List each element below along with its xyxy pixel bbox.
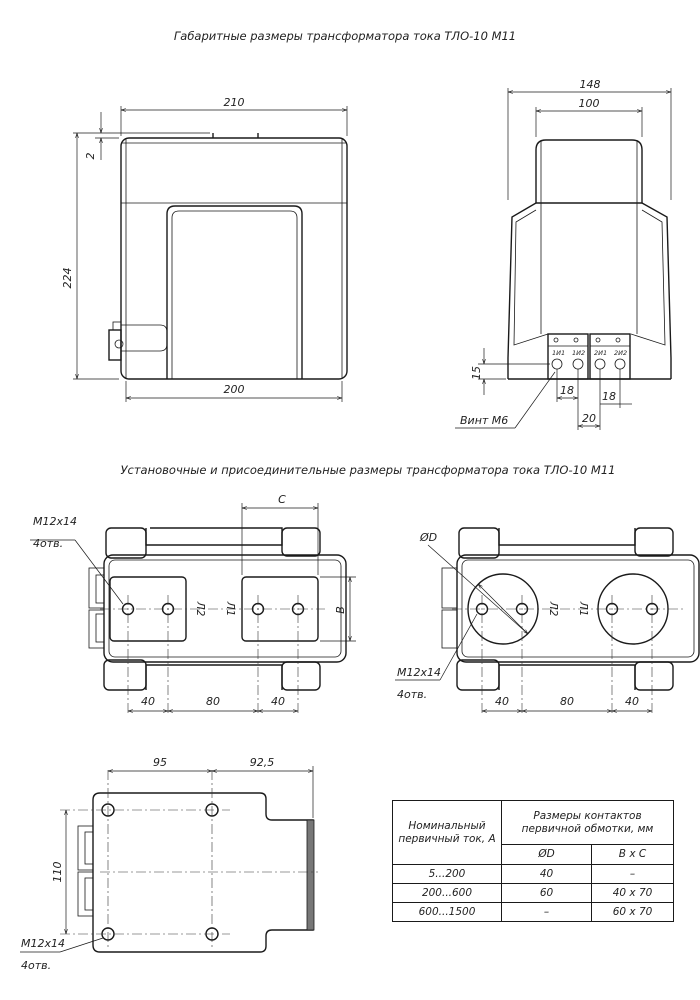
table-cell-bc: –	[591, 864, 674, 884]
dim-bottom-92-5: 92,5	[250, 756, 275, 769]
primary-l2-round: Л2	[547, 601, 559, 617]
dim-pitch-40b: 40	[271, 695, 285, 708]
table-cell-current: 5...200	[392, 864, 502, 884]
dim-pitch-40a: 40	[141, 695, 155, 708]
dim-pitch-80: 80	[206, 695, 220, 708]
front-view	[108, 133, 348, 380]
dim-d: ØD	[419, 531, 437, 544]
dim-front-gap: 2	[84, 153, 97, 160]
dim-bottom-110: 110	[51, 862, 64, 883]
bolt-callout-size-1: М12х14	[33, 515, 77, 528]
dim-b: В	[334, 606, 347, 614]
bolt-callout-size-2: М12х14	[397, 666, 441, 679]
primary-l1: Л1	[224, 601, 236, 617]
table-row: 600...1500 – 60 х 70	[392, 902, 674, 922]
bolt-callout-count-1: 4отв.	[33, 537, 63, 550]
table-cell-d: –	[501, 902, 592, 922]
bolt-callout-size-3: М12х14	[21, 937, 65, 950]
table-row: 5...200 40 –	[392, 864, 674, 884]
terminal-1i2: 1И2	[572, 349, 585, 357]
dim-side-total: 148	[580, 78, 601, 91]
screw-label: Винт М6	[460, 414, 508, 427]
table-cell-bc: 40 х 70	[591, 883, 674, 903]
primary-l2: Л2	[194, 601, 206, 617]
dim-side-18b: 18	[602, 390, 616, 403]
dim-side-18a: 18	[560, 384, 574, 397]
table-header-bc: В х С	[591, 844, 674, 865]
table-cell-current: 600...1500	[392, 902, 502, 922]
dim-bottom-95: 95	[153, 756, 167, 769]
dim-pitch-40d: 40	[625, 695, 639, 708]
install-view-rect-dimensions: С В 40 80 40 М12х14 4отв.	[30, 493, 356, 711]
bolt-callout-count-2: 4отв.	[397, 688, 427, 701]
contact-sizes-table: Номинальный первичный ток, А Размеры кон…	[392, 800, 674, 922]
table-row: 200...600 60 40 х 70	[392, 883, 674, 903]
table-header-sizes: Размеры контактов первичной обмотки, мм	[501, 800, 674, 845]
dim-front-width: 210	[224, 96, 245, 109]
install-dimensions-title: Установочные и присоединительные размеры…	[121, 463, 616, 477]
overall-dimensions-title: Габаритные размеры трансформатора тока Т…	[174, 29, 516, 43]
install-view-round-dimensions: ØD 40 80 40 М12х14 4отв.	[395, 531, 652, 711]
table-cell-d: 60	[501, 883, 592, 903]
bottom-view-dimensions: 95 92,5 110 М12х14 4отв.	[20, 756, 314, 972]
dim-front-height: 224	[61, 268, 74, 289]
dim-pitch-40c: 40	[495, 695, 509, 708]
bolt-callout-count-3: 4отв.	[21, 959, 51, 972]
dim-side-inner: 100	[579, 97, 600, 110]
terminal-2i1: 2И1	[594, 349, 607, 357]
table-header-d: ØD	[501, 844, 592, 865]
dim-c: С	[278, 493, 286, 506]
front-view-dimensions: 210 2 224 200	[61, 96, 348, 402]
table-cell-bc: 60 х 70	[591, 902, 674, 922]
side-view-dimensions: 148 100 15 18 18 20 Винт М6	[455, 78, 672, 430]
dim-front-base: 200	[224, 383, 245, 396]
side-view: 1И1 1И2 2И1 2И2	[507, 139, 672, 380]
table-cell-d: 40	[501, 864, 592, 884]
primary-l1-round: Л1	[577, 601, 589, 617]
bottom-view	[60, 770, 318, 953]
table-header-current: Номинальный первичный ток, А	[392, 800, 502, 865]
table-cell-current: 200...600	[392, 883, 502, 903]
terminal-2i2: 2И2	[614, 349, 627, 357]
terminal-1i1: 1И1	[552, 349, 565, 357]
install-view-rect: Л2 Л1	[88, 527, 347, 716]
dim-side-20: 20	[582, 412, 596, 425]
install-view-round: Л2 Л1	[441, 527, 700, 716]
dim-side-15: 15	[470, 366, 483, 380]
dim-pitch-80b: 80	[560, 695, 574, 708]
